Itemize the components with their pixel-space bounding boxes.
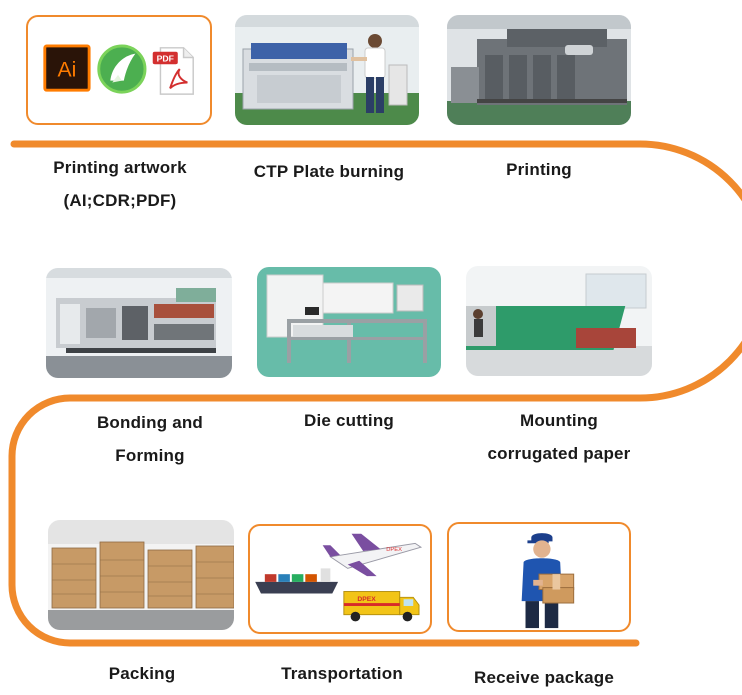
step-label-packing: Packing — [108, 664, 176, 683]
step-packing-image — [48, 520, 234, 630]
step-transportation-image: DPEX DPEX — [248, 524, 432, 634]
step-mounting-corrugated-image — [466, 266, 652, 376]
step-printing-artwork-image: Ai PDF — [26, 15, 212, 125]
package-boxes-icon — [538, 573, 575, 604]
step-label-transportation: Transportation — [281, 664, 403, 683]
adobe-illustrator-icon: Ai — [43, 44, 91, 92]
pdf-file-icon: PDF — [152, 47, 194, 95]
svg-text:Ai: Ai — [58, 59, 77, 82]
step-label-ctp-plate-burning: CTP Plate burning — [253, 162, 405, 181]
step-die-cutting-image — [257, 267, 441, 377]
airplane-icon: DPEX — [322, 533, 423, 577]
step-label-printing: Printing — [506, 160, 572, 179]
svg-text:PDF: PDF — [157, 53, 174, 63]
step-label-die-cutting: Die cutting — [303, 411, 395, 430]
delivery-truck-icon: DPEX — [343, 591, 420, 622]
svg-text:DPEX: DPEX — [357, 596, 376, 603]
step-label-bonding-forming: Bonding and Forming — [96, 413, 204, 465]
step-ctp-plate-burning-image — [235, 15, 419, 125]
step-bonding-forming-image — [46, 268, 232, 378]
svg-text:DPEX: DPEX — [386, 547, 402, 553]
cargo-ship-icon — [255, 568, 339, 594]
step-printing-image — [447, 15, 631, 125]
step-receive-package-image — [447, 522, 631, 632]
step-label-printing-artwork: Printing artwork (AI;CDR;PDF) — [53, 158, 187, 210]
step-label-mounting-corrugated: Mounting corrugated paper — [487, 411, 631, 463]
coreldraw-icon — [97, 44, 147, 94]
step-label-receive-package: Receive package — [473, 668, 615, 687]
